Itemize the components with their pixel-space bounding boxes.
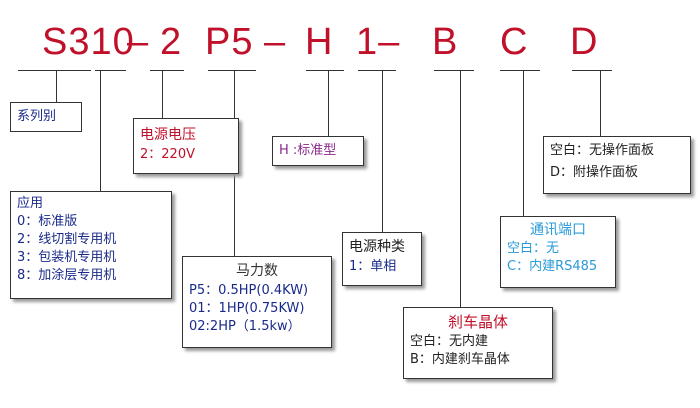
underline-horsepower [208, 70, 256, 71]
comm-option-c: C：内建RS485 [507, 259, 598, 274]
connector-voltage [162, 70, 163, 118]
underline-voltage [150, 70, 184, 71]
brake-option-b: B：内建刹车晶体 [410, 352, 510, 367]
connector-h-type [328, 70, 329, 136]
application-option-3: 3：包装机专用机 [17, 250, 117, 265]
underline-brake [434, 70, 474, 71]
horsepower-option-02: 02:2HP（1.5kw） [189, 319, 301, 334]
power-type-box: 电源种类 1：单相 [342, 232, 422, 286]
model-code-dash-1: – [127, 21, 150, 63]
application-box: 应用 0：标准版 2：线切割专用机 3：包装机专用机 8：加涂层专用机 [10, 191, 172, 299]
model-code-1: 1– [356, 21, 401, 63]
comm-port-title: 通讯端口 [530, 222, 586, 238]
brake-option-blank: 空白：无内建 [410, 334, 489, 349]
application-option-2: 2：线切割专用机 [17, 232, 117, 247]
brake-title: 刹车晶体 [447, 313, 508, 331]
application-option-8: 8：加涂层专用机 [17, 268, 117, 283]
brake-box: 刹车晶体 空白：无内建 B：内建刹车晶体 [403, 307, 553, 379]
application-option-0: 0：标准版 [17, 214, 78, 229]
h-type-title: H :标准型 [279, 143, 337, 158]
underline-application [95, 70, 126, 71]
underline-h-type [306, 70, 344, 71]
model-code-c: C [500, 21, 529, 63]
horsepower-box: 马力数 P5：0.5HP(0.4KW) 01：1HP(0.75KW) 02:2H… [182, 256, 332, 348]
panel-option-d: D：附操作面板 [550, 165, 639, 180]
power-type-title: 电源种类 [349, 239, 405, 255]
horsepower-option-p5: P5：0.5HP(0.4KW) [189, 283, 309, 298]
model-code-d: D [570, 21, 599, 63]
model-code-s310: S310 [42, 21, 135, 63]
panel-option-blank: 空白：无操作面板 [550, 143, 655, 158]
series-box: 系列别 [10, 102, 82, 132]
underline-panel [572, 70, 612, 71]
model-code-dash-2: – [264, 21, 287, 63]
comm-option-blank: 空白：无 [507, 241, 560, 256]
h-type-box: H :标准型 [272, 136, 364, 166]
model-code-p5: P5 [205, 21, 254, 63]
model-code-h: H [305, 21, 334, 63]
application-title: 应用 [17, 196, 44, 211]
comm-port-box: 通讯端口 空白：无 C：内建RS485 [500, 216, 616, 288]
horsepower-title: 马力数 [236, 263, 278, 279]
model-code-2: 2 [160, 21, 183, 63]
underline-power-type [358, 70, 396, 71]
voltage-title: 电源电压 [140, 127, 196, 143]
model-code-b: B [432, 21, 459, 63]
voltage-value: 2：220V [140, 147, 195, 162]
connector-power-type [382, 70, 383, 233]
underline-series [18, 70, 91, 71]
underline-comm [500, 70, 540, 71]
horsepower-option-01: 01：1HP(0.75KW) [189, 301, 305, 316]
series-title: 系列别 [17, 109, 57, 124]
connector-application [100, 70, 101, 192]
connector-comm [523, 70, 524, 216]
operation-panel-box: 空白：无操作面板 D：附操作面板 [543, 136, 691, 194]
connector-brake [460, 70, 461, 307]
power-type-option-1: 1：单相 [349, 259, 397, 274]
connector-panel [600, 70, 601, 136]
connector-series [56, 70, 57, 102]
voltage-box: 电源电压 2：220V [133, 118, 239, 174]
